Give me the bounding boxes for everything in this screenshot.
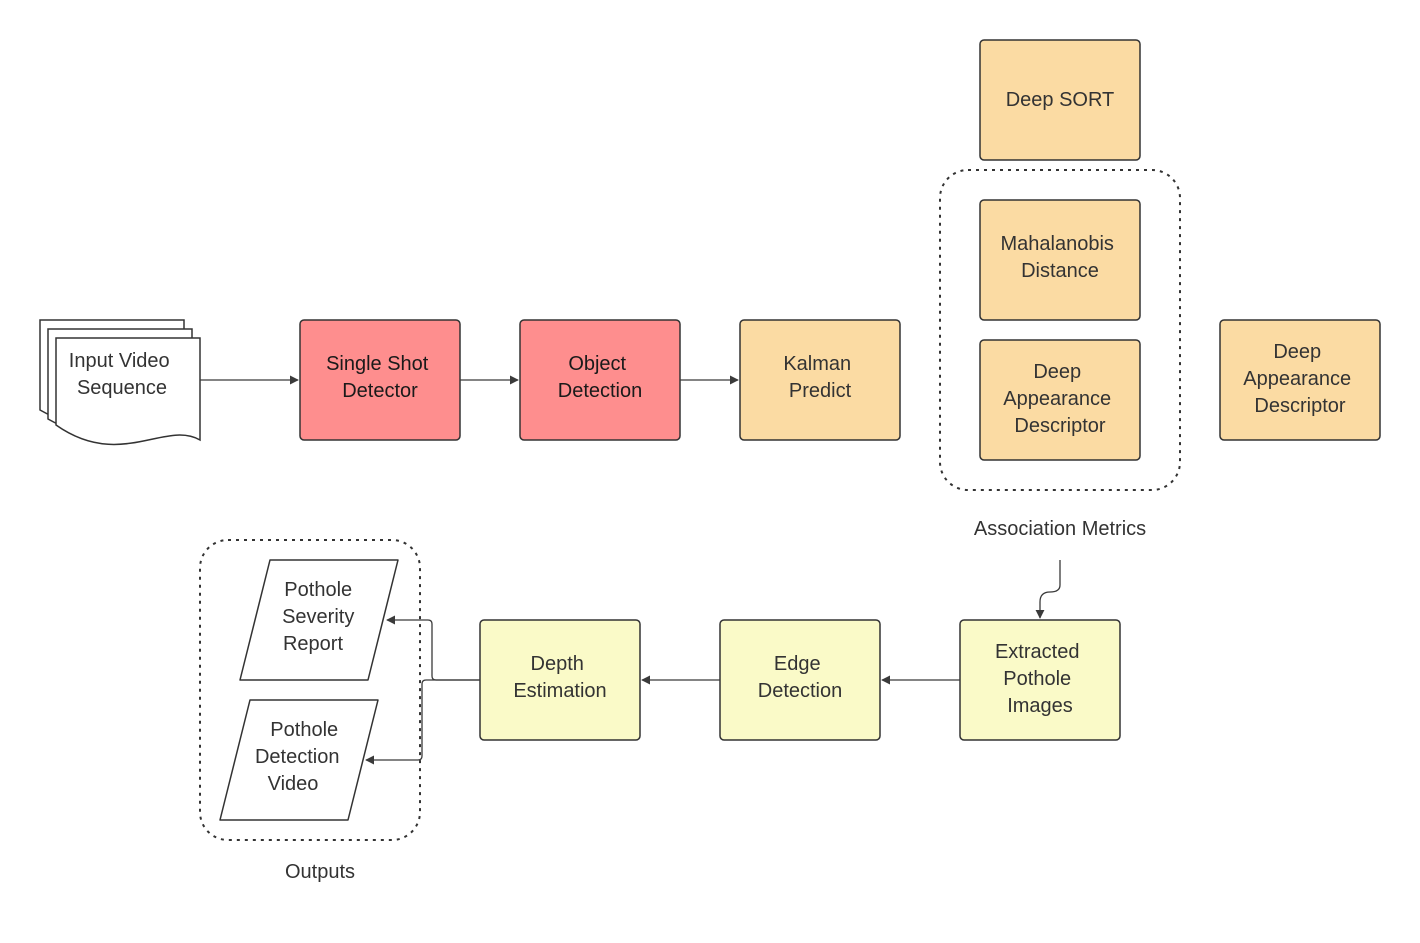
kalman-predict-node[interactable]: Kalman Predict bbox=[739, 319, 901, 441]
object-detection-node[interactable]: Object Detection bbox=[519, 319, 681, 441]
extracted-pothole-images-node[interactable]: Extracted Pothole Images bbox=[959, 619, 1121, 741]
pothole-detection-video-node[interactable]: Pothole Detection Video bbox=[219, 699, 379, 821]
connectors bbox=[200, 375, 1061, 765]
deep-sort-node[interactable]: Deep SORT bbox=[979, 39, 1141, 161]
deep-appearance-descriptor-inner-label: Deep Appearance Descriptor bbox=[1003, 361, 1116, 437]
edge-detection-label: Edge Detection bbox=[758, 653, 843, 702]
input-video-sequence-label: Input Video Sequence bbox=[69, 350, 175, 399]
object-detection-label: Object Detection bbox=[558, 353, 643, 402]
deep-appearance-descriptor-inner-node[interactable]: Deep Appearance Descriptor bbox=[979, 339, 1141, 461]
arrow-association-to-extracted bbox=[1035, 560, 1061, 619]
depth-estimation-label: Depth Estimation bbox=[513, 653, 606, 702]
mahalanobis-distance-node[interactable]: Mahalanobis Distance bbox=[979, 199, 1141, 321]
pothole-severity-report-label: Pothole Severity Report bbox=[282, 579, 360, 655]
edge-detection-node[interactable]: Edge Detection bbox=[719, 619, 881, 741]
single-shot-detector-label: Single Shot Detector bbox=[326, 353, 434, 402]
arrow-depth-to-video bbox=[365, 679, 480, 765]
pothole-detection-video-label: Pothole Detection Video bbox=[255, 719, 345, 795]
depth-estimation-node[interactable]: Depth Estimation bbox=[479, 619, 641, 741]
deep-sort-label: Deep SORT bbox=[1006, 89, 1115, 111]
deep-appearance-descriptor-right-node[interactable]: Deep Appearance Descriptor bbox=[1219, 319, 1381, 441]
input-video-sequence-node[interactable]: Input Video Sequence bbox=[39, 319, 201, 446]
outputs-group bbox=[199, 539, 421, 841]
pothole-severity-report-node[interactable]: Pothole Severity Report bbox=[239, 559, 399, 681]
single-shot-detector-node[interactable]: Single Shot Detector bbox=[299, 319, 461, 441]
arrow-depth-to-severity bbox=[386, 615, 480, 681]
kalman-predict-label: Kalman Predict bbox=[783, 353, 856, 402]
deep-appearance-descriptor-right-label: Deep Appearance Descriptor bbox=[1243, 341, 1356, 417]
extracted-pothole-images-label: Extracted Pothole Images bbox=[995, 641, 1085, 717]
association-metrics-label: Association Metrics bbox=[974, 518, 1146, 540]
mahalanobis-distance-label: Mahalanobis Distance bbox=[1001, 233, 1120, 282]
outputs-label: Outputs bbox=[285, 861, 355, 883]
